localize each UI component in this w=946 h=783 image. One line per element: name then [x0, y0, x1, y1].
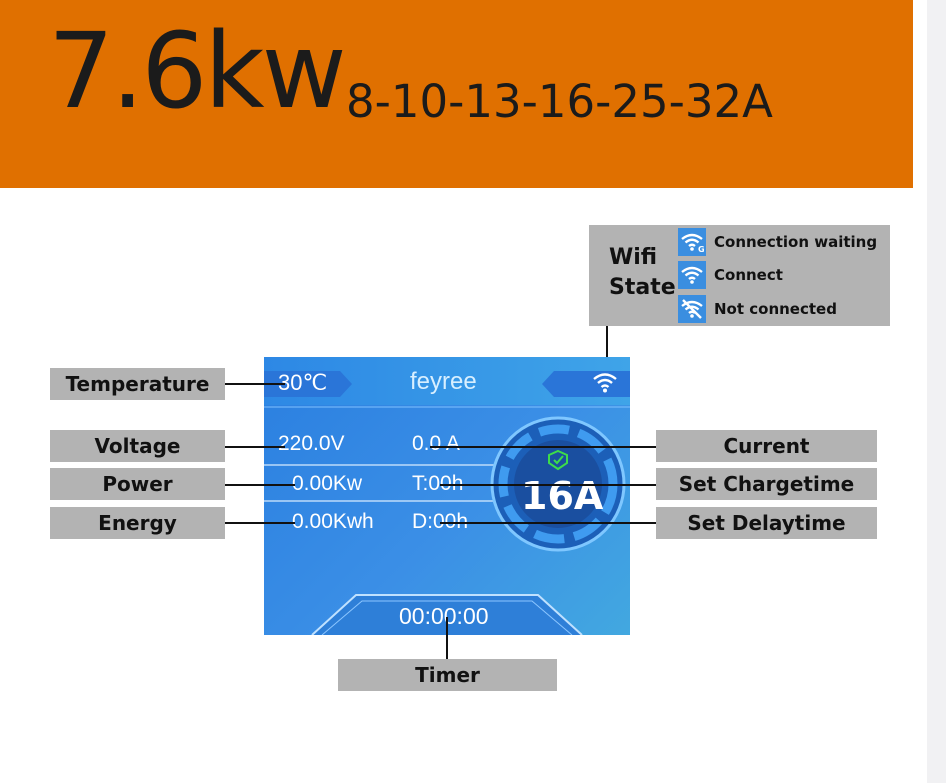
energy-label: Energy [50, 507, 225, 539]
wifi-state-title: Wifi State [609, 243, 676, 303]
wifi-title-line2: State [609, 275, 676, 300]
screen-voltage: 220.0V [278, 432, 345, 455]
wifi-state-not-connected: Not connected [678, 295, 837, 323]
wifi-state-waiting: G Connection waiting [678, 228, 877, 256]
wifi-state-connect: Connect [678, 261, 783, 289]
wifi-leader-line [606, 326, 608, 372]
wifi-connected-icon [678, 261, 706, 289]
screen-temperature: 30℃ [278, 370, 328, 395]
chargetime-leader [440, 484, 656, 486]
energy-leader [225, 522, 295, 524]
wifi-waiting-icon: G [678, 228, 706, 256]
power-leader [225, 484, 295, 486]
temperature-leader [225, 383, 285, 385]
screen-power: 0.00Kw [292, 472, 363, 495]
screen-brand: feyree [410, 368, 477, 395]
voltage-leader [225, 446, 285, 448]
set-chargetime-label: Set Chargetime [656, 468, 877, 500]
svg-text:G: G [698, 245, 704, 253]
wifi-connect-label: Connect [714, 266, 783, 284]
screen-chargetime: T:00h [412, 472, 464, 495]
charger-display: 30℃ feyree 220.0V 0.0 A 0.00Kw T:00h 0.0… [264, 357, 630, 635]
power-label: Power [50, 468, 225, 500]
wifi-title-line1: Wifi [609, 245, 658, 270]
right-scroll-strip [927, 0, 946, 783]
set-delaytime-label: Set Delaytime [656, 507, 877, 539]
power-rating: 7.6kw [48, 10, 347, 132]
screen-current: 0.0 A [412, 432, 460, 455]
amperage-options: 8-10-13-16-25-32A [346, 75, 773, 128]
timer-label: Timer [338, 659, 557, 691]
header-banner: 7.6kw 8-10-13-16-25-32A [0, 0, 913, 188]
screen-amperage: 16A [521, 474, 604, 518]
delaytime-leader [440, 522, 656, 524]
current-leader [430, 446, 656, 448]
wifi-not-connected-label: Not connected [714, 300, 837, 318]
screen-delaytime: D:00h [412, 510, 469, 533]
wifi-disconnected-icon [678, 295, 706, 323]
screen-wifi-icon [593, 373, 617, 393]
wifi-waiting-label: Connection waiting [714, 233, 878, 251]
voltage-label: Voltage [50, 430, 225, 462]
screen-energy: 0.00Kwh [292, 510, 374, 533]
wifi-state-legend: Wifi State G Connection waiting Connect [589, 225, 890, 326]
temperature-label: Temperature [50, 368, 225, 400]
current-label: Current [656, 430, 877, 462]
screen-timer: 00:00:00 [399, 603, 489, 629]
timer-leader [446, 617, 448, 659]
